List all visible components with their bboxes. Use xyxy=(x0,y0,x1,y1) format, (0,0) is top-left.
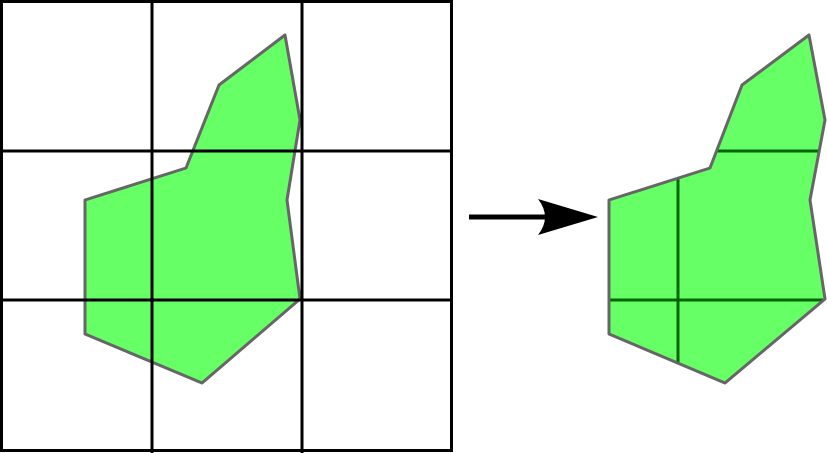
result-panel xyxy=(607,33,827,385)
source-polygon xyxy=(83,33,302,385)
grid-lines xyxy=(0,0,453,453)
arrow-head xyxy=(538,199,598,235)
grid-border xyxy=(0,0,453,452)
transform-arrow xyxy=(469,199,598,235)
result-polygon-outline xyxy=(607,33,827,385)
source-panel xyxy=(0,0,453,453)
result-polygon xyxy=(609,35,825,383)
